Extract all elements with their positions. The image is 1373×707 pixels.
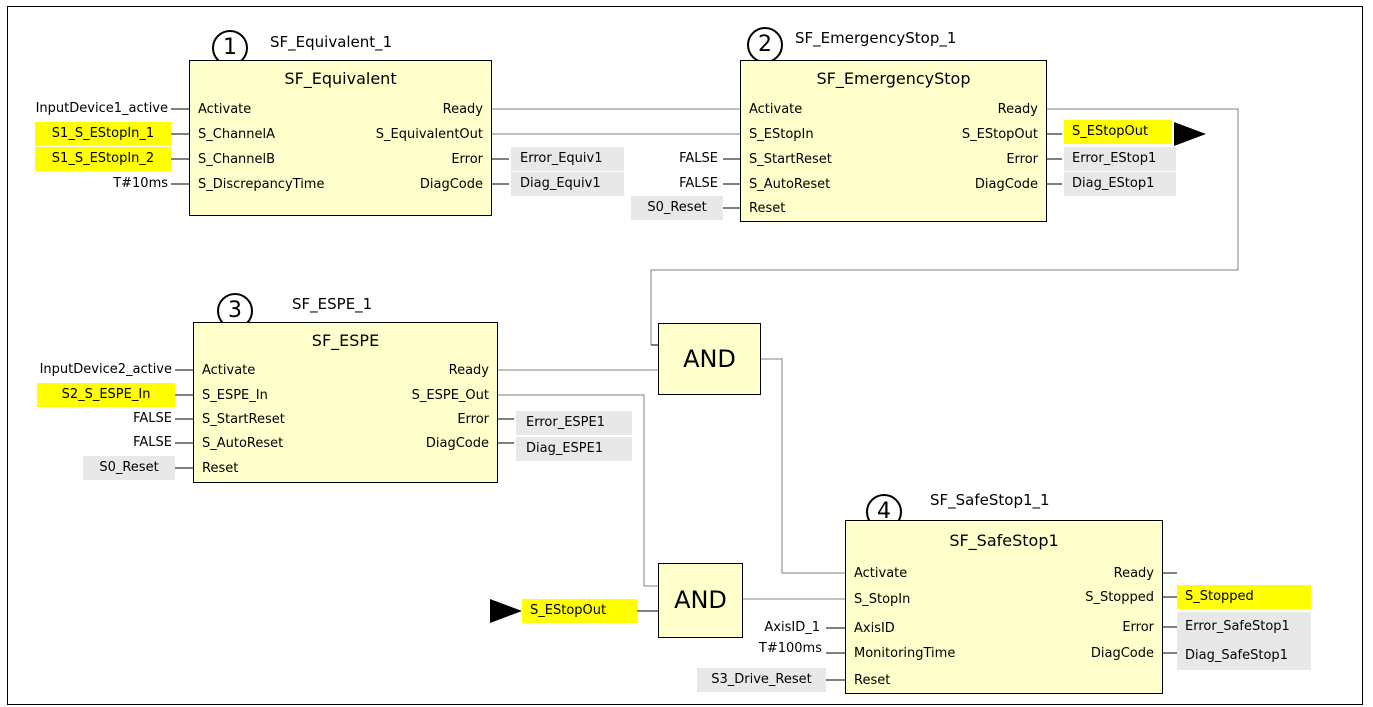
function-block-sf-equivalent[interactable]: SF_Equivalent Activate S_ChannelA S_Chan… bbox=[189, 60, 492, 216]
output-pin-ready: Ready bbox=[448, 363, 489, 378]
block-type-title: SF_ESPE bbox=[311, 331, 380, 350]
block-number: 3 bbox=[228, 298, 242, 323]
output-pin-error: Error bbox=[457, 412, 489, 427]
wire-espe-out-to-and2 bbox=[497, 394, 658, 587]
input-pin-reset: Reset bbox=[854, 673, 891, 688]
block-instance-name: SF_SafeStop1_1 bbox=[930, 491, 1050, 509]
input-pin-s-channela: S_ChannelA bbox=[198, 127, 276, 142]
block-type-title: SF_SafeStop1 bbox=[949, 531, 1059, 550]
input-pin-s-discrepancytime: S_DiscrepancyTime bbox=[198, 177, 325, 192]
input-pin-s-espe-in: S_ESPE_In bbox=[202, 388, 268, 403]
wire-estop-ready-to-and1 bbox=[650, 108, 1239, 345]
block-number: 2 bbox=[758, 32, 772, 57]
output-variable: Diag_Equiv1 bbox=[511, 172, 624, 196]
input-variable: S3_Drive_Reset bbox=[697, 668, 826, 692]
function-block-sf-emergencystop[interactable]: SF_EmergencyStop Activate S_EStopIn S_St… bbox=[740, 60, 1047, 222]
input-pin-activate: Activate bbox=[202, 363, 256, 378]
input-pin-s-autoreset: S_AutoReset bbox=[749, 177, 831, 192]
and-gate[interactable]: AND bbox=[658, 563, 743, 638]
block-type-title: SF_Equivalent bbox=[284, 69, 397, 88]
input-pin-reset: Reset bbox=[749, 201, 786, 216]
output-pin-diagcode: DiagCode bbox=[425, 436, 489, 451]
input-pin-s-stopin: S_StopIn bbox=[854, 592, 911, 607]
input-pin-reset: Reset bbox=[202, 461, 239, 476]
input-variable: InputDevice1_active bbox=[35, 101, 168, 116]
input-pin-monitoringtime: MonitoringTime bbox=[854, 646, 956, 661]
input-variable: FALSE bbox=[133, 435, 172, 450]
input-variable: S0_Reset bbox=[631, 196, 723, 220]
input-variable: T#100ms bbox=[758, 641, 822, 656]
output-variable-highlighted: S_Stopped bbox=[1177, 585, 1311, 609]
output-variable: Error_EStop1 bbox=[1064, 147, 1176, 171]
block-instance-name: SF_Equivalent_1 bbox=[270, 33, 393, 51]
output-pin-ready: Ready bbox=[997, 102, 1038, 117]
output-pin-s-espe-out: S_ESPE_Out bbox=[411, 388, 489, 403]
input-pin-s-estopin: S_EStopIn bbox=[749, 127, 814, 142]
connector-in-variable: S_EStopOut bbox=[522, 599, 637, 623]
output-pin-error: Error bbox=[1006, 152, 1038, 167]
input-variable-highlighted: S2_S_ESPE_In bbox=[37, 383, 175, 407]
output-variable: Diag_EStop1 bbox=[1064, 172, 1176, 196]
input-pin-axisid: AxisID bbox=[854, 621, 895, 636]
input-variable-highlighted: S1_S_EStopIn_2 bbox=[35, 147, 171, 171]
output-variable-highlighted: S_EStopOut bbox=[1064, 120, 1172, 144]
input-pin-s-channelb: S_ChannelB bbox=[198, 152, 276, 167]
input-variable: FALSE bbox=[679, 176, 718, 191]
output-pin-error: Error bbox=[1122, 620, 1154, 635]
output-pin-diagcode: DiagCode bbox=[419, 177, 483, 192]
output-variable: Error_SafeStop1 bbox=[1177, 612, 1311, 642]
block-number: 1 bbox=[223, 35, 237, 60]
input-variable-highlighted: S1_S_EStopIn_1 bbox=[35, 122, 171, 146]
input-pin-s-startreset: S_StartReset bbox=[749, 152, 832, 167]
output-variable: Error_ESPE1 bbox=[516, 411, 632, 435]
input-variable: S0_Reset bbox=[83, 456, 175, 480]
wire-and1-to-activate bbox=[760, 358, 845, 574]
input-pin-s-autoreset: S_AutoReset bbox=[202, 436, 284, 451]
block-type-title: SF_EmergencyStop bbox=[816, 69, 971, 88]
connector-out-arrow-icon bbox=[1174, 122, 1206, 146]
output-pin-s-estopout: S_EStopOut bbox=[961, 127, 1038, 142]
output-pin-diagcode: DiagCode bbox=[974, 177, 1038, 192]
input-variable: T#10ms bbox=[113, 176, 168, 191]
input-variable: FALSE bbox=[679, 151, 718, 166]
input-variable: InputDevice2_active bbox=[39, 362, 172, 377]
and-gate[interactable]: AND bbox=[658, 323, 761, 395]
input-pin-s-startreset: S_StartReset bbox=[202, 412, 285, 427]
output-pin-error: Error bbox=[451, 152, 483, 167]
input-pin-activate: Activate bbox=[854, 566, 908, 581]
output-variable: Diag_SafeStop1 bbox=[1177, 642, 1311, 670]
block-number: 4 bbox=[877, 499, 891, 524]
input-variable: AxisID_1 bbox=[764, 620, 820, 635]
input-variable: FALSE bbox=[133, 411, 172, 426]
output-pin-s-equivalentout: S_EquivalentOut bbox=[375, 127, 483, 142]
input-pin-activate: Activate bbox=[198, 102, 252, 117]
block-number-circle: 2 bbox=[747, 27, 783, 63]
output-pin-ready: Ready bbox=[442, 102, 483, 117]
output-pin-s-stopped: S_Stopped bbox=[1085, 590, 1154, 605]
output-pin-diagcode: DiagCode bbox=[1090, 646, 1154, 661]
function-block-sf-safestop1[interactable]: SF_SafeStop1 Activate S_StopIn AxisID Mo… bbox=[845, 520, 1163, 694]
output-variable: Error_Equiv1 bbox=[511, 147, 624, 171]
block-instance-name: SF_ESPE_1 bbox=[292, 295, 373, 313]
output-pin-ready: Ready bbox=[1113, 566, 1154, 581]
function-block-sf-espe[interactable]: SF_ESPE Activate S_ESPE_In S_StartReset … bbox=[193, 322, 498, 483]
connector-in-arrow-icon bbox=[490, 599, 522, 623]
block-instance-name: SF_EmergencyStop_1 bbox=[795, 29, 957, 47]
input-pin-activate: Activate bbox=[749, 102, 803, 117]
output-variable: Diag_ESPE1 bbox=[516, 437, 632, 461]
